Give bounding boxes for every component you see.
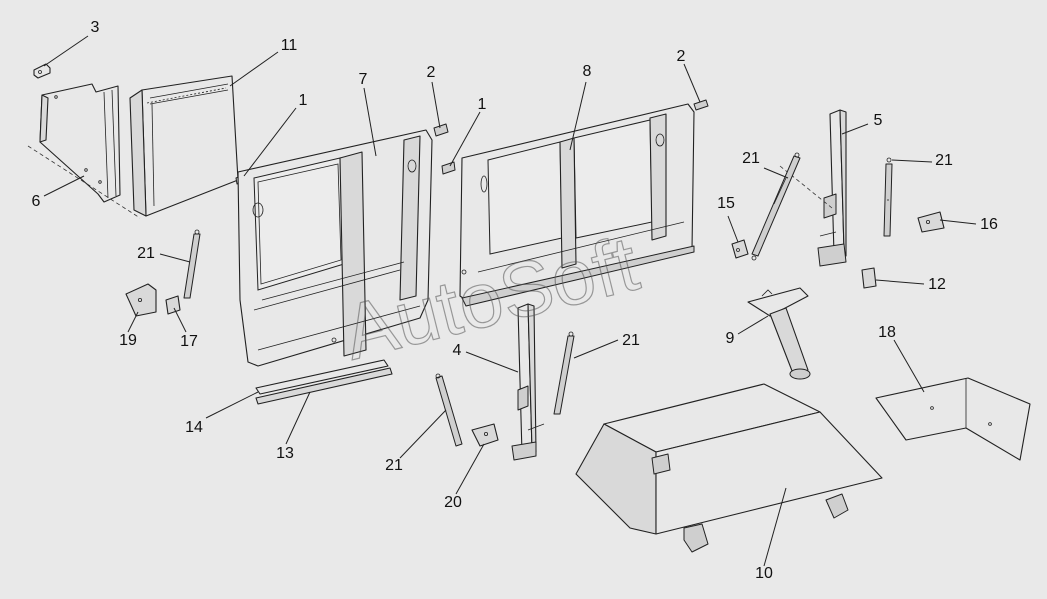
part-7-left-door bbox=[237, 129, 433, 367]
part-2-hinge-right bbox=[693, 99, 709, 111]
callout-labels: 3 11 1 7 2 1 8 2 5 21 21 6 15 16 21 12 1… bbox=[32, 19, 998, 582]
part-11-window-frame bbox=[129, 75, 239, 217]
part-13-sill-seal bbox=[255, 367, 393, 405]
part-21-gas-strut-upper-middle bbox=[751, 152, 801, 261]
leader-5 bbox=[841, 123, 869, 135]
leader-19 bbox=[127, 311, 139, 333]
callout-2: 2 bbox=[677, 48, 686, 65]
part-10-console-box bbox=[575, 383, 883, 553]
callout-7: 7 bbox=[359, 71, 368, 88]
callout-14: 14 bbox=[185, 419, 203, 436]
part-6-side-panel bbox=[39, 83, 121, 203]
part-14-sill-strip bbox=[255, 359, 389, 395]
part-21-gas-strut-lower bbox=[435, 373, 463, 447]
callout-12: 12 bbox=[928, 276, 946, 293]
part-5-post-right bbox=[817, 109, 847, 267]
part-2-hinge-middle bbox=[433, 123, 449, 137]
leader-11 bbox=[229, 51, 279, 87]
leader-4 bbox=[465, 351, 519, 373]
leader-16 bbox=[939, 219, 977, 225]
part-1-hinge-middle bbox=[441, 161, 456, 175]
leader-12 bbox=[875, 279, 925, 285]
leader-21b bbox=[891, 159, 933, 163]
leader-1b bbox=[449, 111, 481, 167]
part-21-gas-strut-upper-right bbox=[883, 157, 893, 237]
callout-21: 21 bbox=[385, 457, 403, 474]
leader-6 bbox=[43, 175, 85, 197]
callout-9: 9 bbox=[726, 330, 735, 347]
callout-1: 1 bbox=[478, 96, 487, 113]
part-19-bracket bbox=[125, 283, 157, 317]
part-9-pedestal bbox=[747, 287, 811, 380]
leader-13 bbox=[285, 391, 311, 445]
part-16-bracket bbox=[917, 211, 945, 233]
callout-16: 16 bbox=[980, 216, 998, 233]
part-12-latch bbox=[861, 267, 877, 289]
leader-20 bbox=[455, 443, 485, 495]
callout-17: 17 bbox=[180, 333, 198, 350]
leader-2b bbox=[683, 63, 701, 103]
leader-15 bbox=[727, 215, 739, 243]
leader-3 bbox=[43, 35, 89, 67]
part-20-bracket bbox=[471, 423, 499, 447]
leader-8 bbox=[569, 81, 587, 151]
part-8-right-door bbox=[459, 103, 695, 307]
callout-10: 10 bbox=[755, 565, 773, 582]
assembly-line-6 bbox=[27, 145, 141, 219]
leader-7 bbox=[363, 87, 377, 157]
leader-21c bbox=[159, 253, 191, 263]
leader-21d bbox=[573, 339, 619, 359]
callout-6: 6 bbox=[32, 193, 41, 210]
callout-19: 19 bbox=[119, 332, 137, 349]
leader-21a bbox=[763, 167, 789, 179]
part-3-hinge bbox=[33, 63, 51, 79]
callout-18: 18 bbox=[878, 324, 896, 341]
leader-21e bbox=[399, 409, 447, 459]
callout-21: 21 bbox=[622, 332, 640, 349]
leader-14 bbox=[205, 391, 259, 419]
leader-9 bbox=[737, 315, 769, 335]
leader-17 bbox=[173, 307, 187, 333]
callout-4: 4 bbox=[453, 342, 462, 359]
leader-1a bbox=[243, 107, 297, 177]
part-15-bracket bbox=[731, 239, 749, 259]
callout-3: 3 bbox=[91, 19, 100, 36]
leader-lines bbox=[43, 35, 977, 567]
part-21-gas-strut-center bbox=[553, 331, 575, 415]
callout-1: 1 bbox=[299, 92, 308, 109]
callout-20: 20 bbox=[444, 494, 462, 511]
callout-21: 21 bbox=[935, 152, 953, 169]
callout-5: 5 bbox=[874, 112, 883, 129]
leader-10 bbox=[763, 487, 787, 567]
callout-8: 8 bbox=[583, 63, 592, 80]
callout-15: 15 bbox=[717, 195, 735, 212]
leader-18 bbox=[893, 339, 925, 393]
part-18-tray bbox=[875, 377, 1031, 461]
callout-2: 2 bbox=[427, 64, 436, 81]
callout-13: 13 bbox=[276, 445, 294, 462]
callout-11: 11 bbox=[281, 37, 298, 54]
callout-21: 21 bbox=[137, 245, 155, 262]
part-4-post bbox=[511, 303, 545, 461]
part-17-plate bbox=[165, 295, 181, 315]
part-21-gas-strut-left bbox=[183, 229, 201, 299]
callout-21: 21 bbox=[742, 150, 760, 167]
leader-2a bbox=[431, 81, 441, 129]
